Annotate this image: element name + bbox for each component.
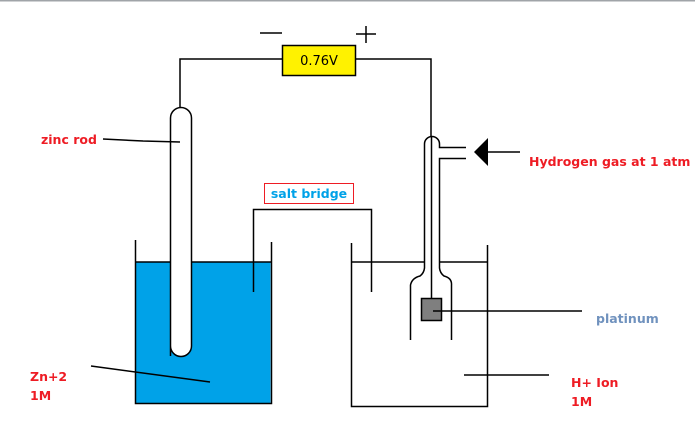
h-concentration-label: 1M [571, 394, 592, 409]
wire-left [179, 58, 283, 108]
voltmeter-reading: 0.76V [300, 54, 338, 69]
zinc-rod [169, 106, 193, 358]
voltmeter [281, 44, 357, 77]
left-beaker [134, 240, 273, 405]
zn-ion-label: Zn+2 [30, 369, 67, 384]
wire-right [355, 58, 432, 136]
zn-concentration-label: 1M [30, 388, 51, 403]
zinc-rod-leader [102, 138, 181, 143]
gas-inlet-arrow-icon [474, 138, 488, 166]
right-beaker [350, 243, 489, 408]
salt-bridge-label-box [264, 183, 354, 204]
zinc-solution [135, 262, 271, 403]
hydrogen-electrode-tube [409, 135, 466, 340]
salt-bridge-label: salt bridge [271, 186, 347, 201]
positive-terminal-sign [356, 26, 376, 43]
platinum-label: platinum [596, 311, 659, 326]
salt-bridge [252, 208, 373, 292]
hydrogen-gas-label: Hydrogen gas at 1 atm [529, 154, 690, 169]
zn-ion-leader [90, 365, 211, 383]
platinum-electrode [420, 297, 443, 322]
zinc-rod-label: zinc rod [41, 132, 97, 147]
h-ion-label: H+ Ion [571, 375, 618, 390]
